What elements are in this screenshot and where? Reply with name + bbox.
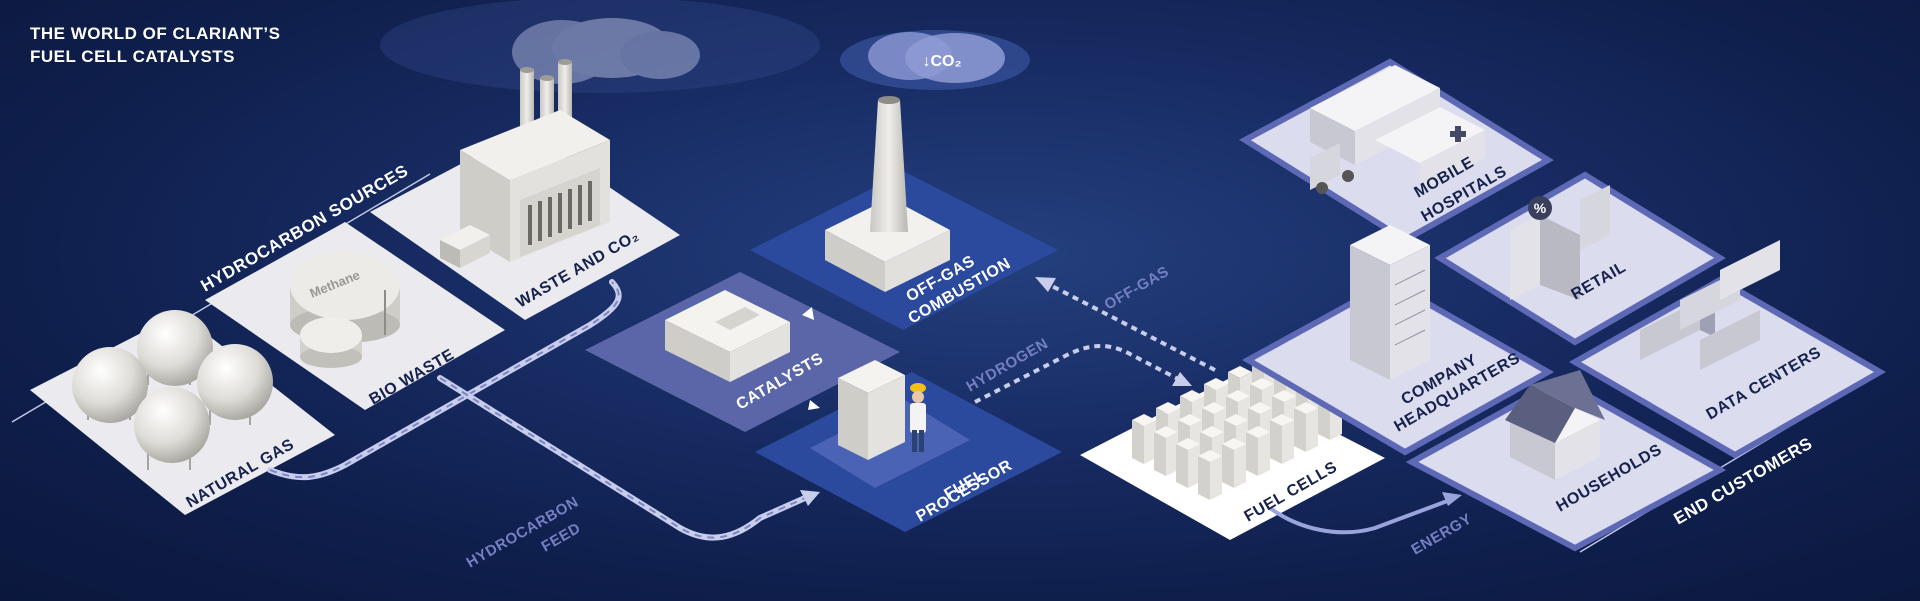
fuel-cell-stack: [1154, 426, 1178, 476]
factory-smoke-cloud: [380, 0, 820, 93]
energy-flow: [1268, 492, 1462, 535]
page-title-line2: FUEL CELL CATALYSTS: [30, 47, 236, 66]
retail-building: [1510, 185, 1610, 300]
fuel-cell-stack: [1270, 414, 1294, 464]
offgas-arrowhead: [1035, 277, 1056, 292]
page-title: THE WORLD OF CLARIANT’S FUEL CELL CATALY…: [30, 22, 280, 68]
co2-reduction-label: ↓CO₂: [922, 53, 961, 70]
hydrogen-arrowhead: [1172, 372, 1192, 386]
fuel-cell-stack: [1222, 438, 1246, 488]
offgas-flow-label: OFF-GAS: [1102, 263, 1173, 314]
fuel-processor-unit: [838, 360, 905, 460]
fuel-cell-stack: [1132, 414, 1156, 464]
catalyst-arrows: [802, 307, 820, 410]
mobile-hospital-trucks: [1310, 65, 1485, 194]
offgas-flow: [1035, 277, 1216, 372]
engineer-figure: [910, 383, 926, 452]
fuel-cell-stack-grid: [1132, 354, 1342, 500]
hydrogen-flow: [974, 344, 1192, 404]
fuel-cell-stack: [1294, 402, 1318, 452]
fuel-cell-stack: [1176, 438, 1200, 488]
retail-sign-icon: %: [1534, 200, 1547, 216]
offgas-chimney: [825, 96, 950, 292]
catalyst-arrow-down: [808, 400, 820, 410]
energy-arrowhead: [1442, 492, 1462, 506]
fuel-cell-stack: [1246, 426, 1270, 476]
catalyst-arrow-up: [802, 307, 814, 320]
energy-label: ENERGY: [1409, 510, 1475, 558]
page-title-line1: THE WORLD OF CLARIANT’S: [30, 24, 281, 43]
co2-cloud: [840, 30, 1030, 90]
hydrocarbon-feed-arrowhead: [800, 490, 820, 506]
natural-gas-spheres: [72, 310, 273, 470]
house-building: [1505, 370, 1605, 480]
fuel-cell-stack: [1198, 450, 1222, 500]
data-centers-tile: [1568, 276, 1887, 459]
bio-waste-feed-flow: [437, 375, 820, 541]
methane-tanks: [290, 250, 400, 368]
waste-factory: [440, 59, 610, 268]
catalyst-block: [665, 290, 790, 382]
company-hq-building: [1350, 225, 1430, 380]
data-center-racks: [1640, 240, 1780, 370]
